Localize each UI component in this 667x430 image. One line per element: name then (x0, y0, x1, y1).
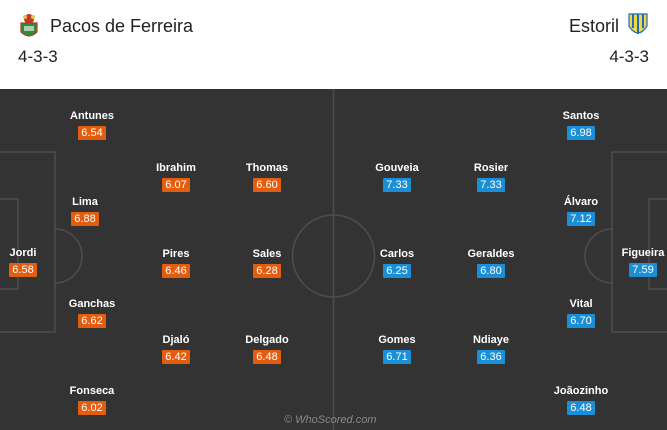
player-card[interactable]: Carlos 6.25 (357, 247, 437, 279)
player-card[interactable]: Delgado 6.48 (227, 333, 307, 365)
player-name: Joãozinho (553, 385, 609, 397)
player-rating-badge: 6.98 (567, 126, 595, 140)
player-rating-badge: 6.36 (477, 350, 505, 364)
player-rating-badge: 6.02 (78, 401, 106, 415)
pacos-ferreira-crest-icon (20, 14, 38, 37)
player-rating-badge: 6.48 (253, 350, 281, 364)
player-rating-badge: 6.28 (253, 264, 281, 278)
player-card[interactable]: Ganchas 6.62 (52, 297, 132, 329)
player-name: Figueira (621, 247, 665, 259)
player-card[interactable]: Ibrahim 6.07 (136, 161, 216, 193)
player-name: Álvaro (563, 196, 599, 208)
player-rating-badge: 7.33 (477, 178, 505, 192)
player-card[interactable]: Lima 6.88 (45, 195, 125, 227)
player-rating-badge: 6.70 (567, 314, 595, 328)
player-rating-badge: 6.42 (162, 350, 190, 364)
player-name: Thomas (245, 162, 289, 174)
player-rating-badge: 6.60 (253, 178, 281, 192)
player-name: Santos (562, 110, 600, 122)
player-card[interactable]: Thomas 6.60 (227, 161, 307, 193)
player-name: Lima (72, 196, 98, 208)
player-rating-badge: 6.54 (78, 126, 106, 140)
player-rating-badge: 6.48 (567, 401, 595, 415)
player-rating-badge: 6.62 (78, 314, 106, 328)
player-name: Fonseca (69, 385, 115, 397)
away-formation: 4-3-3 (609, 47, 649, 66)
player-card[interactable]: Gouveia 7.33 (357, 161, 437, 193)
pitch-markings (0, 89, 667, 430)
player-rating-badge: 6.58 (9, 263, 37, 277)
watermark: © WhoScored.com (284, 414, 377, 426)
player-name: Gouveia (375, 162, 419, 174)
player-rating-badge: 6.07 (162, 178, 190, 192)
player-card[interactable]: Vital 6.70 (541, 297, 621, 329)
home-formation: 4-3-3 (18, 47, 58, 66)
player-card[interactable]: Geraldes 6.80 (451, 247, 531, 279)
away-team-name[interactable]: Estoril (568, 16, 619, 36)
player-card[interactable]: Álvaro 7.12 (541, 195, 621, 227)
player-rating-badge: 6.88 (71, 212, 99, 226)
player-card[interactable]: Ndiaye 6.36 (451, 333, 531, 365)
estoril-crest-icon (628, 13, 648, 34)
player-name: Geraldes (467, 248, 515, 260)
home-team-name[interactable]: Pacos de Ferreira (50, 16, 194, 36)
player-rating-badge: 6.25 (383, 264, 411, 278)
match-header: Pacos de Ferreira 4-3-3 Estoril 4-3-3 (0, 0, 667, 86)
player-name: Sales (252, 248, 282, 260)
player-name: Ganchas (68, 298, 116, 310)
player-name: Gomes (378, 334, 416, 346)
player-card[interactable]: Joãozinho 6.48 (541, 384, 621, 416)
player-card[interactable]: Figueira 7.59 (603, 246, 667, 278)
pitch: Jordi 6.58 Antunes 6.54 Lima 6.88 Gancha… (0, 89, 667, 430)
player-rating-badge: 6.46 (162, 264, 190, 278)
player-card[interactable]: Rosier 7.33 (451, 161, 531, 193)
player-rating-badge: 6.80 (477, 264, 505, 278)
player-name: Delgado (245, 334, 289, 346)
player-card[interactable]: Santos 6.98 (541, 109, 621, 141)
player-card[interactable]: Fonseca 6.02 (52, 384, 132, 416)
player-name: Jordi (9, 247, 37, 259)
player-rating-badge: 7.12 (567, 212, 595, 226)
player-name: Vital (569, 298, 593, 310)
player-name: Ndiaye (472, 334, 510, 346)
player-card[interactable]: Sales 6.28 (227, 247, 307, 279)
player-name: Pires (162, 248, 190, 260)
player-name: Djaló (162, 334, 190, 346)
player-card[interactable]: Antunes 6.54 (52, 109, 132, 141)
player-rating-badge: 6.71 (383, 350, 411, 364)
player-name: Antunes (70, 110, 114, 122)
player-rating-badge: 7.59 (629, 263, 657, 277)
player-card[interactable]: Pires 6.46 (136, 247, 216, 279)
player-name: Carlos (379, 248, 415, 260)
player-card[interactable]: Jordi 6.58 (0, 246, 63, 278)
player-card[interactable]: Djaló 6.42 (136, 333, 216, 365)
player-name: Ibrahim (156, 162, 196, 174)
player-card[interactable]: Gomes 6.71 (357, 333, 437, 365)
player-rating-badge: 7.33 (383, 178, 411, 192)
player-name: Rosier (473, 162, 509, 174)
